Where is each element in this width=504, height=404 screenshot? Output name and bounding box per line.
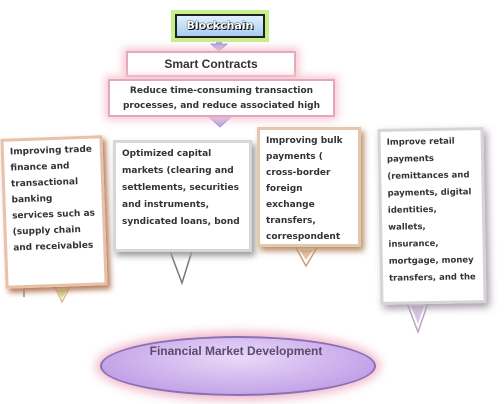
arrow-reduce-down [207, 116, 233, 128]
callout-tail-4 [405, 302, 430, 335]
callout-bulk-payments: Improving bulk payments ( cross-border f… [257, 127, 361, 247]
callout-bulk-payments-text: Improving bulk payments ( cross-border f… [266, 136, 343, 242]
callout-capital-markets: Optimized capital markets (clearing and … [113, 140, 252, 252]
callout-capital-markets-text: Optimized capital markets (clearing and … [122, 149, 240, 227]
callout-retail-payments: Improve retail payments (remittances and… [377, 127, 487, 305]
financial-market-ellipse [100, 336, 376, 396]
reduce-cost-node: Reduce time-consuming transaction proces… [108, 79, 335, 117]
financial-market-label: Financial Market Development [149, 344, 323, 358]
callout-retail-payments-text: Improve retail payments (remittances and… [386, 136, 476, 284]
blockchain-node: Blockchain [171, 10, 269, 42]
smart-contracts-node: Smart Contracts [126, 51, 296, 77]
arrow-blockchain-to-smart-contracts [209, 38, 229, 52]
callout-trade-finance: Improving trade finance and transactiona… [0, 135, 108, 289]
callout-trade-finance-text: Improving trade finance and transactiona… [9, 144, 96, 254]
callout-tail-3 [293, 245, 320, 268]
callout-tail-2 [168, 250, 194, 286]
